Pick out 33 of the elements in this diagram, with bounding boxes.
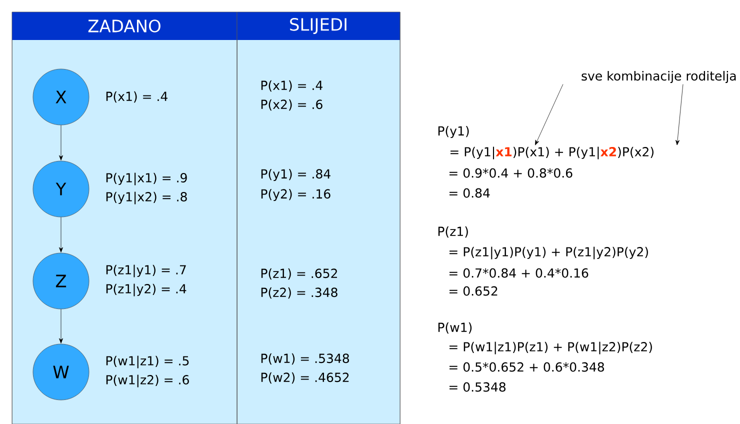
equation-text: P(w1) — [438, 322, 472, 334]
equation-text: = P(y1|x1)P(x1) + P(y1|x2)P(x2) — [450, 146, 654, 160]
probability-text: P(x2) = .6 — [261, 99, 322, 111]
equation-text: = P(w1|z1)P(z1) + P(w1|z2)P(z2) — [450, 342, 652, 354]
equation-text: P(y1) — [438, 126, 469, 138]
probability-text: P(w2) = .4652 — [261, 372, 349, 384]
probability-text: P(y1) = .84 — [261, 168, 330, 182]
probability-text: P(y1|x2) = .8 — [106, 192, 187, 204]
probability-text: P(z1|y2) = .4 — [106, 284, 186, 296]
probability-text: P(z2) = .348 — [261, 287, 338, 299]
probability-text: P(x1) = .4 — [261, 80, 322, 92]
annotation-text: sve kombinacije roditelja — [582, 70, 736, 84]
arrow — [59, 217, 63, 252]
arrow — [59, 309, 63, 344]
equation-text: = 0.9*0.4 + 0.8*0.6 — [450, 168, 572, 178]
leader-line — [535, 84, 564, 146]
equation-text: = P(z1|y1)P(y1) + P(z1|y2)P(y2) — [450, 246, 648, 260]
probability-text: P(w1|z2) = .6 — [106, 374, 189, 388]
probability-text: P(z1) = .652 — [261, 268, 337, 280]
probability-text: P(w1) = .5348 — [261, 353, 349, 365]
arrow — [59, 125, 63, 160]
equation-text: = 0.7*0.84 + 0.4*0.16 — [450, 268, 588, 278]
probability-text: P(w1|z1) = .5 — [106, 356, 189, 368]
probability-text: P(z1|y1) = .7 — [106, 264, 186, 278]
probability-text: P(x1) = .4 — [106, 91, 168, 103]
probability-text: P(y2) = .16 — [261, 188, 330, 202]
probability-text: P(y1|x1) = .9 — [106, 172, 187, 186]
equation-text: = 0.84 — [450, 188, 490, 198]
leader-line — [676, 84, 684, 146]
equation-text: P(z1) — [438, 226, 468, 238]
equation-text: = 0.5348 — [450, 382, 506, 392]
equation-text: = 0.5*0.652 + 0.6*0.348 — [450, 362, 604, 372]
equation-text: = 0.652 — [450, 286, 498, 296]
